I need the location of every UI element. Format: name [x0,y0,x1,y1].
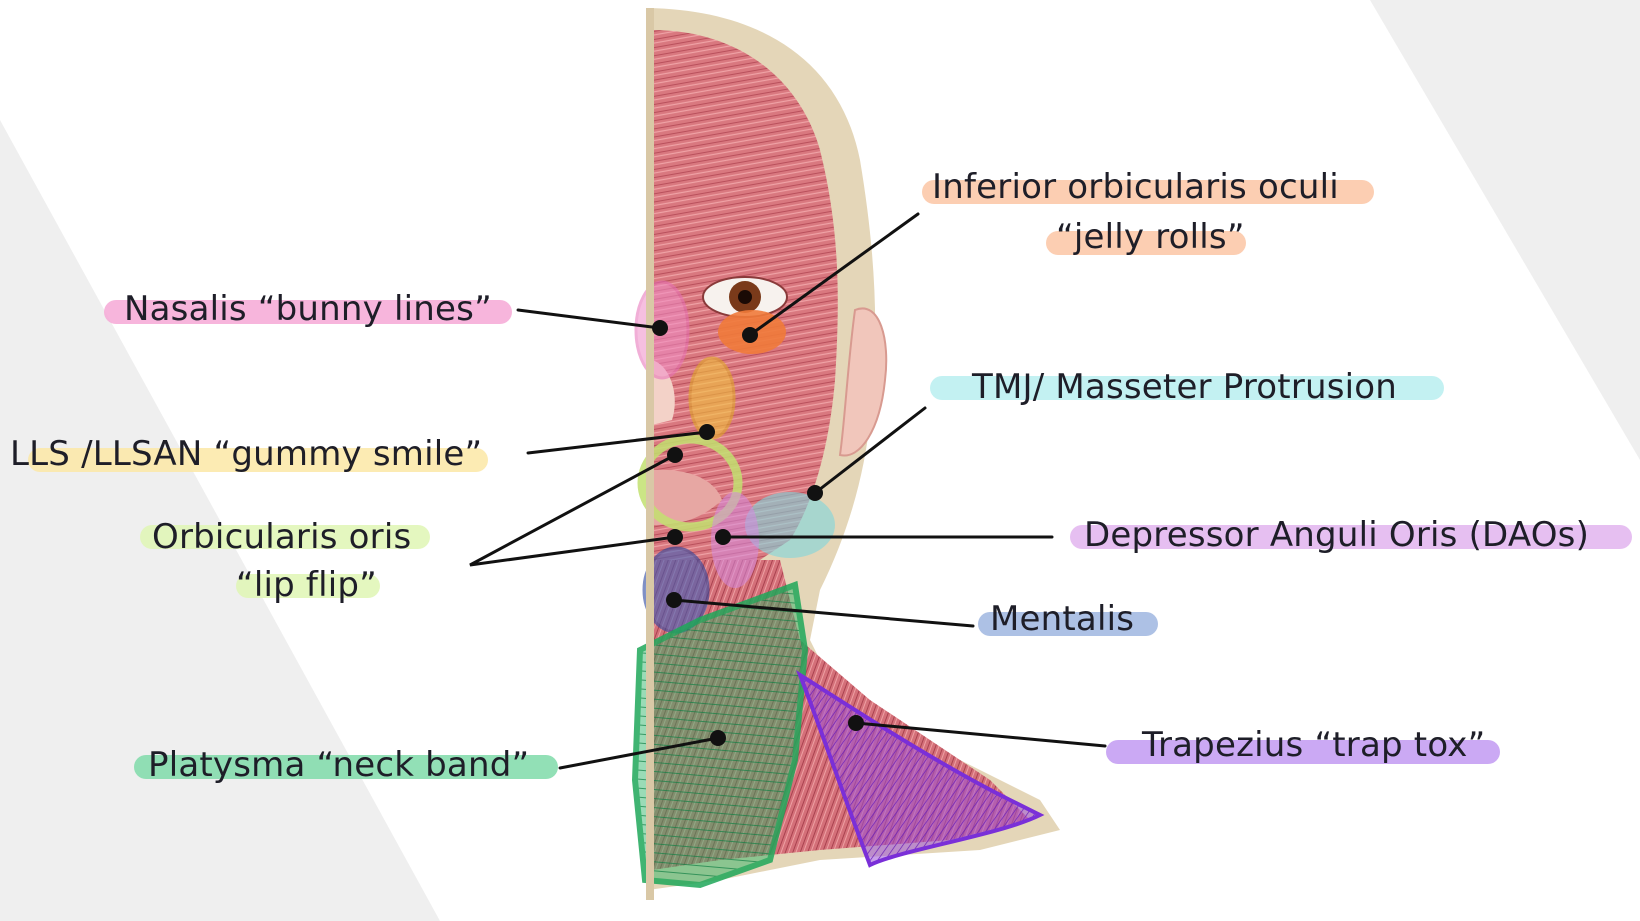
label-orbicularis-oculi-line1: Inferior orbicularis oculi [932,170,1339,204]
dot-mentalis [666,592,682,608]
label-dao: Depressor Anguli Oris (DAOs) [1084,518,1589,552]
dot-oris-upper [667,447,683,463]
label-mentalis: Mentalis [990,602,1134,636]
dot-nasalis [652,320,668,336]
label-tmj: TMJ/ Masseter Protrusion [972,370,1397,404]
dot-dao [715,529,731,545]
label-lls: LLS /LLSAN “gummy smile” [10,437,482,471]
label-orbicularis-oris-line1: Orbicularis oris [152,520,411,554]
dot-oculi [742,327,758,343]
label-nasalis: Nasalis “bunny lines” [124,292,492,326]
dot-platysma [710,730,726,746]
label-trapezius: Trapezius “trap tox” [1142,728,1485,762]
dot-oris-lower [667,529,683,545]
label-orbicularis-oris-line2: “lip flip” [236,568,377,602]
label-orbicularis-oculi-line2: “jelly rolls” [1056,220,1245,254]
midline-edge [646,8,654,900]
leader-oris [470,455,675,565]
eye-pupil [738,290,752,304]
dot-lls [699,424,715,440]
dot-trapezius [848,715,864,731]
dot-tmj [807,485,823,501]
label-platysma: Platysma “neck band” [148,748,529,782]
